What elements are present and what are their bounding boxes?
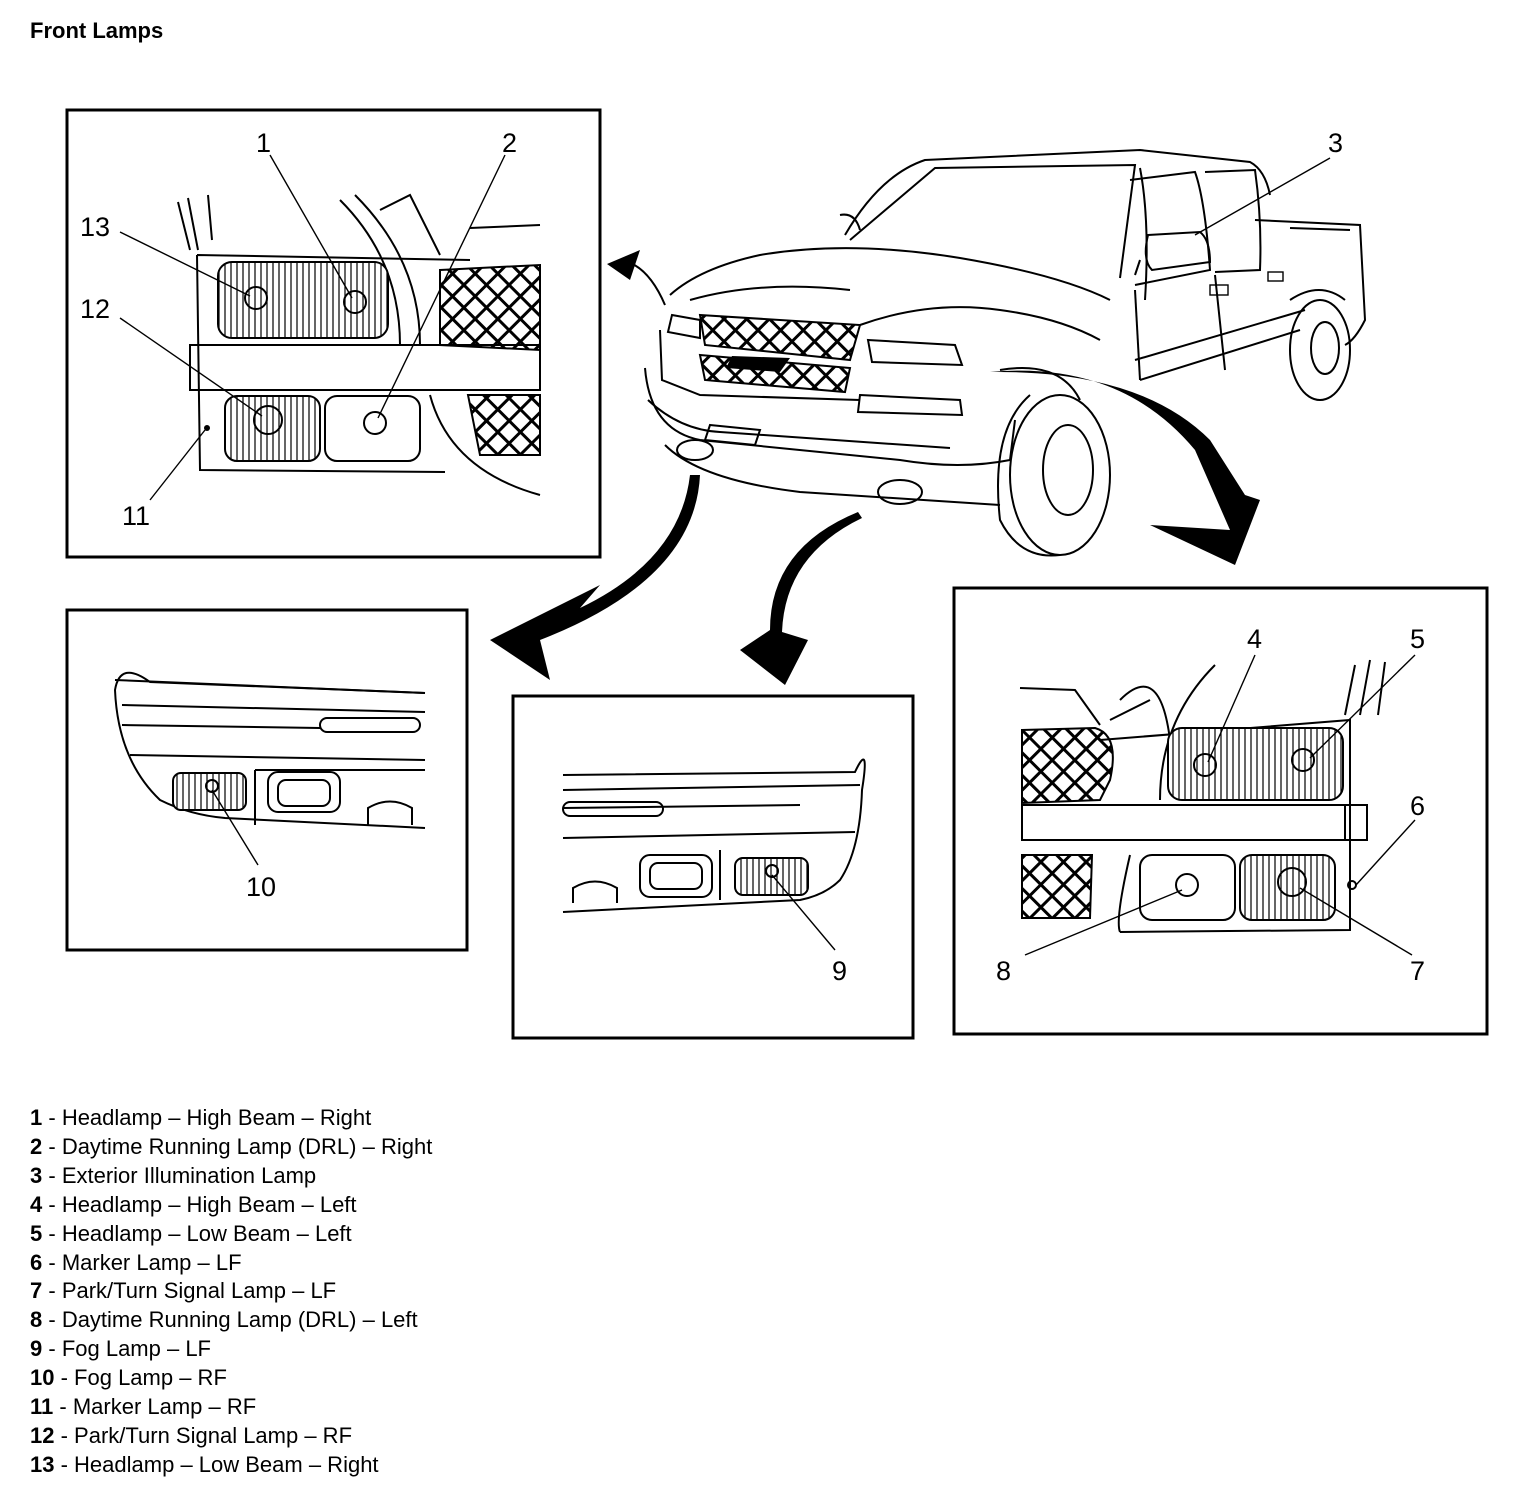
rf-fog-lamp-detail-box xyxy=(65,608,469,952)
legend-item-text: Headlamp – High Beam – Left xyxy=(61,1191,357,1217)
legend-item: 12 - Park/Turn Signal Lamp – RF xyxy=(30,1422,432,1451)
legend-item-text: Park/Turn Signal Lamp – RF xyxy=(74,1422,353,1448)
callout-5: 5 xyxy=(1410,624,1425,654)
legend-item: 6 - Marker Lamp – LF xyxy=(30,1249,432,1278)
callout-6: 6 xyxy=(1410,791,1425,821)
leader-line-7 xyxy=(1299,887,1413,956)
lf-fog-lamp-detail-box xyxy=(511,694,915,1040)
legend-item: 5 - Headlamp – Low Beam – Left xyxy=(30,1220,432,1249)
legend-item-text: Fog Lamp – LF xyxy=(61,1336,211,1362)
legend-item-number: 12 xyxy=(30,1422,55,1448)
legend-item-text: Park/Turn Signal Lamp – LF xyxy=(61,1278,337,1304)
arrow-to-lh-headlamp xyxy=(990,370,1260,565)
leader-line-6 xyxy=(1355,819,1416,886)
legend-item-separator: - xyxy=(42,1336,62,1362)
callout-4: 4 xyxy=(1247,624,1262,654)
leader-line-2 xyxy=(377,154,506,419)
lh-headlamp-detail-box xyxy=(952,586,1489,1036)
legend-item: 10 - Fog Lamp – RF xyxy=(30,1364,432,1393)
leader-line-9 xyxy=(771,874,836,951)
leader-line-1 xyxy=(269,154,353,299)
legend-item-text: Headlamp – High Beam – Right xyxy=(61,1105,372,1130)
legend-item-separator: - xyxy=(42,1133,62,1159)
legend-item-text: Marker Lamp – LF xyxy=(61,1249,242,1275)
callout-1: 1 xyxy=(256,128,271,158)
leader-line-4 xyxy=(1207,654,1256,763)
legend-item: 1 - Headlamp – High Beam – Right xyxy=(30,1104,432,1133)
callout-8: 8 xyxy=(996,956,1011,986)
legend-item-number: 13 xyxy=(30,1451,55,1477)
callout-11: 11 xyxy=(122,501,150,531)
arrow-to-rh-headlamp xyxy=(607,250,666,306)
lamp-location-diagram: 3 1 2 13 12 11 xyxy=(65,108,1489,1040)
legend-item-number: 8 xyxy=(30,1307,43,1333)
legend-item-text: Exterior Illumination Lamp xyxy=(61,1162,317,1188)
legend-item-separator: - xyxy=(42,1307,62,1333)
legend-item-text: Marker Lamp – RF xyxy=(72,1394,257,1420)
leader-line-3 xyxy=(1194,157,1331,236)
legend-item-number: 5 xyxy=(30,1220,43,1246)
legend-item-separator: - xyxy=(42,1249,62,1275)
legend-item-number: 3 xyxy=(30,1162,43,1188)
legend-item: 8 - Daytime Running Lamp (DRL) – Left xyxy=(30,1306,432,1335)
legend-item-number: 10 xyxy=(30,1365,55,1391)
callout-7: 7 xyxy=(1410,956,1425,986)
legend-item-separator: - xyxy=(54,1365,75,1391)
arrow-to-lf-fog xyxy=(740,512,862,685)
legend-item: 7 - Park/Turn Signal Lamp – LF xyxy=(30,1277,432,1306)
legend-item-number: 11 xyxy=(30,1394,54,1420)
page-title: Front Lamps xyxy=(30,18,164,43)
legend-item: 4 - Headlamp – High Beam – Left xyxy=(30,1191,432,1220)
legend-item: 3 - Exterior Illumination Lamp xyxy=(30,1162,432,1191)
legend-item-number: 9 xyxy=(30,1336,43,1362)
legend-item: 2 - Daytime Running Lamp (DRL) – Right xyxy=(30,1133,432,1162)
legend-item-separator: - xyxy=(42,1105,62,1130)
legend-item-separator: - xyxy=(42,1278,62,1304)
legend-item-text: Headlamp – Low Beam – Left xyxy=(61,1220,352,1246)
leader-line-10 xyxy=(211,789,259,866)
legend-item-separator: - xyxy=(42,1162,62,1188)
legend-item: 11 - Marker Lamp – RF xyxy=(30,1393,432,1422)
legend-item-separator: - xyxy=(54,1422,75,1448)
legend-item-separator: - xyxy=(42,1191,62,1217)
callout-10: 10 xyxy=(246,872,276,902)
legend-item-number: 1 xyxy=(30,1105,43,1130)
callout-13: 13 xyxy=(80,212,110,242)
legend-item-text: Fog Lamp – RF xyxy=(74,1365,227,1391)
leader-line-8 xyxy=(1024,889,1183,956)
legend-item-number: 7 xyxy=(30,1278,43,1304)
legend-item-text: Daytime Running Lamp (DRL) – Left xyxy=(61,1307,418,1333)
legend-item-text: Daytime Running Lamp (DRL) – Right xyxy=(61,1133,433,1159)
callout-9: 9 xyxy=(832,956,847,986)
leader-line-5 xyxy=(1309,654,1416,759)
legend-item-separator: - xyxy=(54,1451,75,1477)
legend-item-number: 4 xyxy=(30,1191,43,1217)
leader-line-13 xyxy=(119,231,251,297)
arrow-to-rf-fog xyxy=(490,475,700,680)
leader-line-11 xyxy=(149,429,206,501)
rh-headlamp-detail-box xyxy=(65,108,602,559)
legend-item: 13 - Headlamp – Low Beam – Right xyxy=(30,1451,432,1480)
callout-12: 12 xyxy=(80,294,110,324)
legend-item-number: 2 xyxy=(30,1133,43,1159)
legend-item-separator: - xyxy=(42,1220,62,1246)
callout-3: 3 xyxy=(1328,128,1343,158)
legend-item: 9 - Fog Lamp – LF xyxy=(30,1335,432,1364)
legend-item-number: 6 xyxy=(30,1249,43,1275)
leader-line-12 xyxy=(119,317,263,417)
callout-2: 2 xyxy=(502,128,517,158)
legend-item-text: Headlamp – Low Beam – Right xyxy=(74,1451,379,1477)
truck-illustration xyxy=(644,148,1367,557)
legend-item-separator: - xyxy=(53,1394,73,1420)
